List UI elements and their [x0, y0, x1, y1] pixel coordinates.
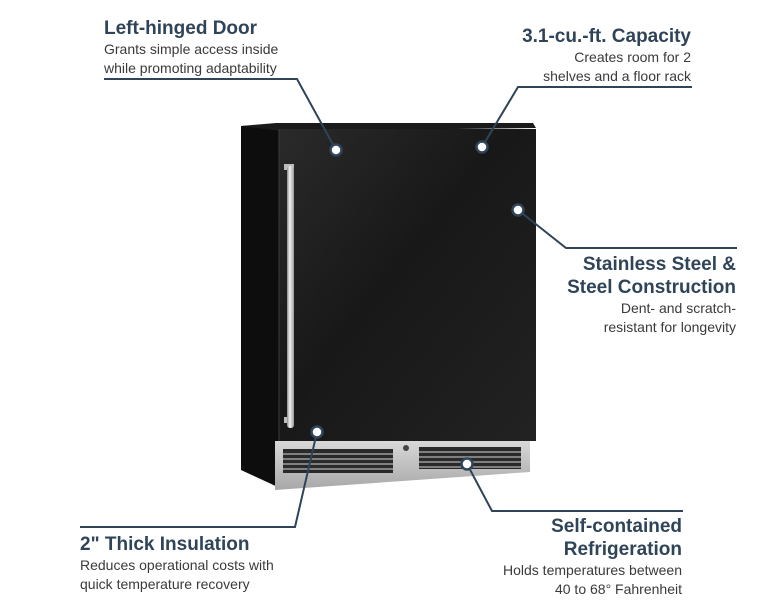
callout-description: Holds temperatures between 40 to 68° Fah…: [503, 561, 682, 599]
callout-title-line: Self-contained: [551, 516, 682, 537]
callout-description-line: Holds temperatures between: [503, 562, 682, 578]
callout-description-line: Creates room for 2: [574, 49, 691, 65]
callout-refrigeration: Self-contained Refrigeration Holds tempe…: [503, 515, 682, 599]
insulation-marker: [310, 425, 324, 439]
callout-description-line: Reduces operational costs with: [80, 557, 274, 573]
callout-capacity: 3.1-cu.-ft. Capacity Creates room for 2 …: [522, 25, 691, 86]
callout-description: Creates room for 2 shelves and a floor r…: [522, 48, 691, 86]
capacity-marker: [475, 140, 489, 154]
callout-description: Grants simple access inside while promot…: [104, 40, 278, 78]
callout-title: Self-contained Refrigeration: [503, 515, 682, 561]
callout-title: 2" Thick Insulation: [80, 534, 250, 555]
callout-description-line: Grants simple access inside: [104, 41, 279, 57]
callout-markers: [310, 140, 525, 471]
door-handle: [284, 164, 294, 428]
callout-description-line: Dent- and scratch-: [620, 300, 736, 316]
callout-title-line: Stainless Steel &: [582, 254, 736, 275]
callout-insulation: 2" Thick Insulation Reduces operational …: [80, 533, 274, 594]
callout-title: Left-hinged Door: [104, 18, 258, 39]
callout-description-line: 40 to 68° Fahrenheit: [554, 581, 682, 597]
callout-left-hinged-door: Left-hinged Door Grants simple access in…: [104, 17, 278, 78]
callout-description: Dent- and scratch- resistant for longevi…: [567, 299, 736, 337]
leader-lines: [80, 78, 737, 528]
door-marker: [329, 143, 343, 157]
callout-title: Stainless Steel & Steel Construction: [567, 253, 736, 299]
callout-title-line: Refrigeration: [563, 539, 682, 560]
steel-marker: [511, 203, 525, 217]
callout-stainless-steel: Stainless Steel & Steel Construction Den…: [567, 253, 736, 337]
callout-description-line: while promoting adaptability: [104, 60, 277, 76]
callout-description: Reduces operational costs with quick tem…: [80, 556, 274, 594]
refrigeration-marker: [460, 457, 474, 471]
refrigerator-door: [278, 129, 536, 441]
callout-title: 3.1-cu.-ft. Capacity: [522, 26, 691, 47]
callout-title-line: Steel Construction: [567, 277, 736, 298]
callout-description-line: shelves and a floor rack: [543, 68, 691, 84]
callout-description-line: quick temperature recovery: [80, 576, 250, 592]
callout-description-line: resistant for longevity: [603, 319, 736, 335]
